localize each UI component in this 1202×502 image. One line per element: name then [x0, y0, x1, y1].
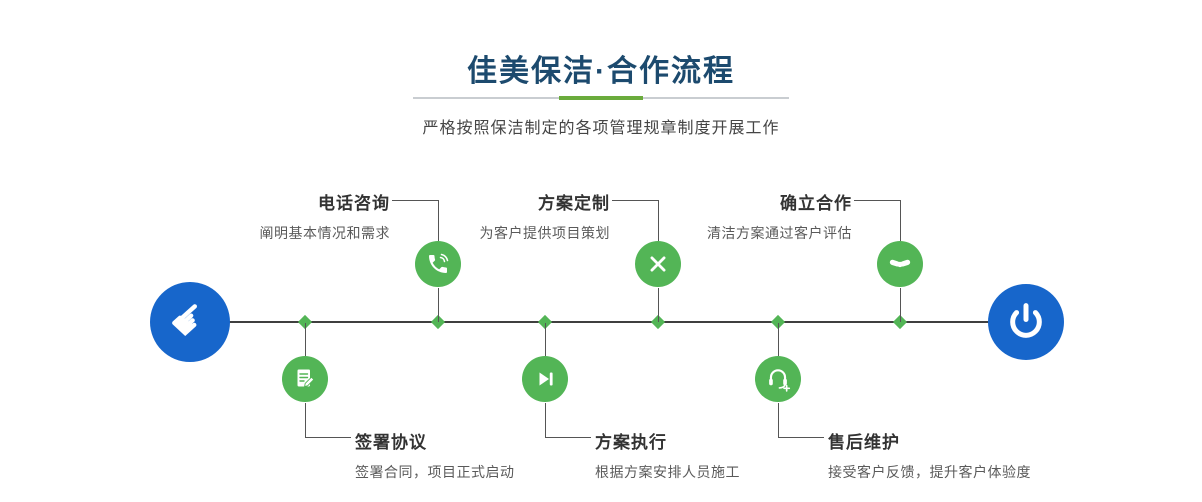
- step-description: 签署合同，项目正式启动: [355, 464, 515, 480]
- step-execute-circle: [522, 356, 568, 402]
- connector-line: [900, 288, 901, 322]
- design-tools-icon: [646, 252, 670, 276]
- connector-line: [612, 200, 658, 201]
- connector-line: [305, 437, 351, 438]
- step-title: 售后维护: [828, 433, 900, 452]
- step-title: 确立合作: [780, 194, 852, 213]
- timeline-line: [190, 321, 1030, 323]
- connector-line: [305, 323, 306, 356]
- connector-line: [392, 200, 438, 201]
- step-description: 阐明基本情况和需求: [259, 225, 390, 241]
- title-divider: [413, 96, 789, 100]
- step-aftersales-circle: [755, 356, 801, 402]
- connector-line: [438, 288, 439, 322]
- connector-line: [545, 437, 591, 438]
- step-design-label: 方案定制 为客户提供项目策划: [310, 189, 610, 243]
- step-title: 方案执行: [595, 433, 667, 452]
- start-node: ☛: [150, 282, 230, 362]
- connector-line: [545, 323, 546, 356]
- connector-line: [658, 200, 659, 241]
- step-contract-circle: [282, 356, 328, 402]
- play-icon: [533, 367, 557, 391]
- page-subtitle: 严格按照保洁制定的各项管理规章制度开展工作: [422, 120, 780, 137]
- contract-icon: [293, 367, 317, 391]
- connector-line: [778, 437, 824, 438]
- connector-line: [545, 403, 546, 437]
- step-design-circle: [635, 241, 681, 287]
- step-aftersales-label: 售后维护 接受客户反馈，提升客户体验度: [828, 428, 1128, 482]
- step-cooperation-label: 确立合作 清洁方案通过客户评估: [552, 189, 852, 243]
- step-description: 清洁方案通过客户评估: [707, 225, 852, 241]
- title-divider-accent: [559, 96, 643, 100]
- connector-line: [438, 200, 439, 241]
- end-node: [988, 284, 1064, 360]
- pointing-hand-icon: ☛: [158, 288, 220, 351]
- step-execute-label: 方案执行 根据方案安排人员施工: [595, 428, 895, 482]
- phone-icon: [426, 252, 450, 276]
- connector-line: [778, 323, 779, 356]
- step-contract-label: 签署协议 签署合同，项目正式启动: [355, 428, 655, 482]
- step-title: 方案定制: [538, 194, 610, 213]
- step-description: 接受客户反馈，提升客户体验度: [828, 464, 1031, 480]
- connector-line: [854, 200, 900, 201]
- step-cooperation-circle: [877, 241, 923, 287]
- connector-line: [778, 403, 779, 437]
- page-title: 佳美保洁·合作流程: [467, 55, 735, 88]
- step-phone-label: 电话咨询 阐明基本情况和需求: [90, 189, 390, 243]
- connector-line: [658, 288, 659, 322]
- step-description: 根据方案安排人员施工: [595, 464, 740, 480]
- step-phone-circle: [415, 241, 461, 287]
- handshake-icon: [887, 251, 913, 277]
- step-title: 签署协议: [355, 433, 427, 452]
- power-icon: [1006, 302, 1046, 342]
- step-title: 电话咨询: [318, 194, 390, 213]
- step-description: 为客户提供项目策划: [479, 225, 610, 241]
- connector-line: [900, 200, 901, 241]
- headset-icon: [765, 366, 791, 392]
- connector-line: [305, 403, 306, 437]
